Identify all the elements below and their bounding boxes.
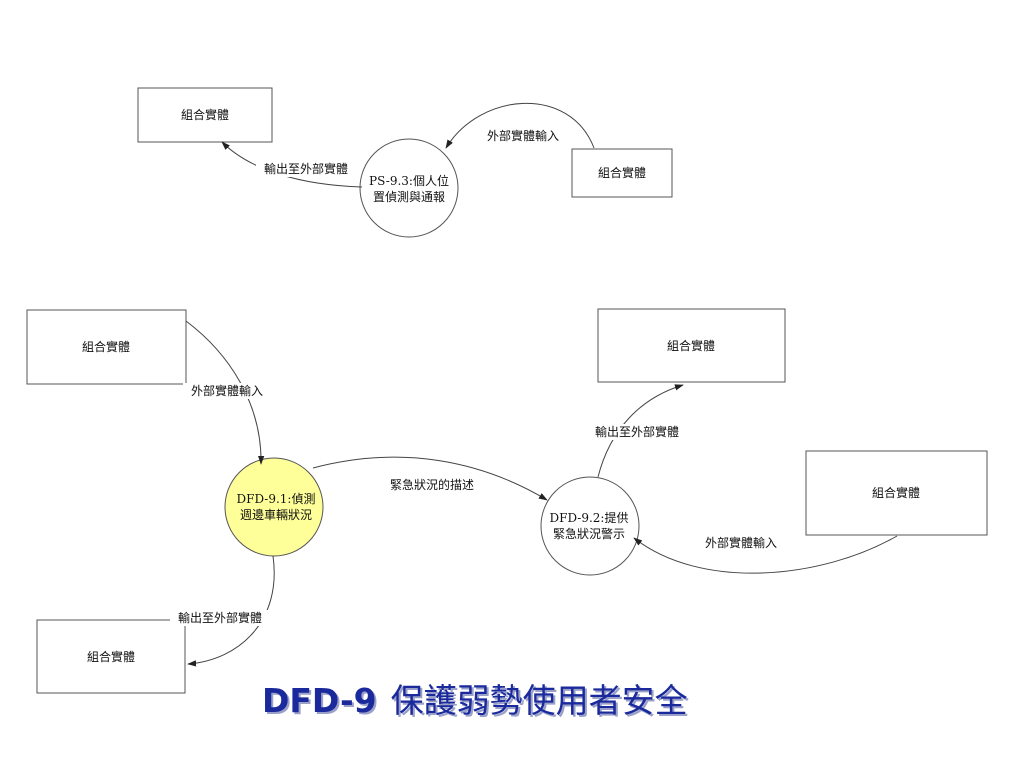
entity-right: 組合實體: [805, 450, 988, 536]
entity-top-left: 組合實體: [137, 87, 273, 143]
flow-arrow-f7: [187, 555, 275, 667]
process-dfd-9-2: DFD-9.2:提供 緊急狀況警示: [540, 476, 640, 576]
process-ps-9-3: PS-9.3:個人位 置偵測與通報: [359, 138, 459, 238]
entity-label: 組合實體: [598, 165, 646, 180]
process-dfd-9-1: DFD-9.1:偵測 週邊車輛狀況: [224, 457, 324, 557]
title-code: DFD-9: [262, 681, 377, 720]
flow-arrow-f4: [312, 456, 548, 501]
entity-label: 組合實體: [82, 339, 130, 354]
flow-arrow-f5: [597, 384, 684, 478]
flow-label-f2: 輸出至外部實體: [264, 161, 348, 176]
flow-label-f6: 外部實體輸入: [705, 535, 777, 550]
process-label-line2: 緊急狀況警示: [553, 526, 625, 541]
entity-label: 組合實體: [181, 107, 229, 122]
slide-title: DFD-9 保護弱勢使用者安全: [262, 674, 688, 722]
flow-label-f7: 輸出至外部實體: [178, 610, 262, 625]
flow-label-f3: 外部實體輸入: [191, 383, 263, 398]
process-label-line1: PS-9.3:個人位: [369, 173, 449, 188]
entity-label: 組合實體: [87, 649, 135, 664]
entity-bottom-left: 組合實體: [36, 619, 186, 694]
flow-label-f1: 外部實體輸入: [487, 128, 559, 143]
entity-label: 組合實體: [872, 485, 920, 500]
flow-arrow-f1: [445, 102, 595, 149]
entity-label: 組合實體: [667, 338, 715, 353]
flow-label-f4: 緊急狀況的描述: [390, 477, 474, 492]
flow-label-f5: 輸出至外部實體: [595, 424, 679, 439]
entity-mid-left: 組合實體: [26, 309, 187, 385]
title-text: 保護弱勢使用者安全: [390, 681, 688, 720]
entity-top-right: 組合實體: [571, 148, 673, 198]
process-label-line2: 置偵測與通報: [373, 190, 445, 204]
process-label-line2: 週邊車輛狀況: [240, 507, 312, 522]
entity-mid-right: 組合實體: [597, 308, 786, 383]
flow-arrow-f6: [633, 535, 898, 574]
process-label-line1: DFD-9.1:偵測: [237, 492, 316, 506]
process-label-line1: DFD-9.2:提供: [550, 510, 629, 525]
